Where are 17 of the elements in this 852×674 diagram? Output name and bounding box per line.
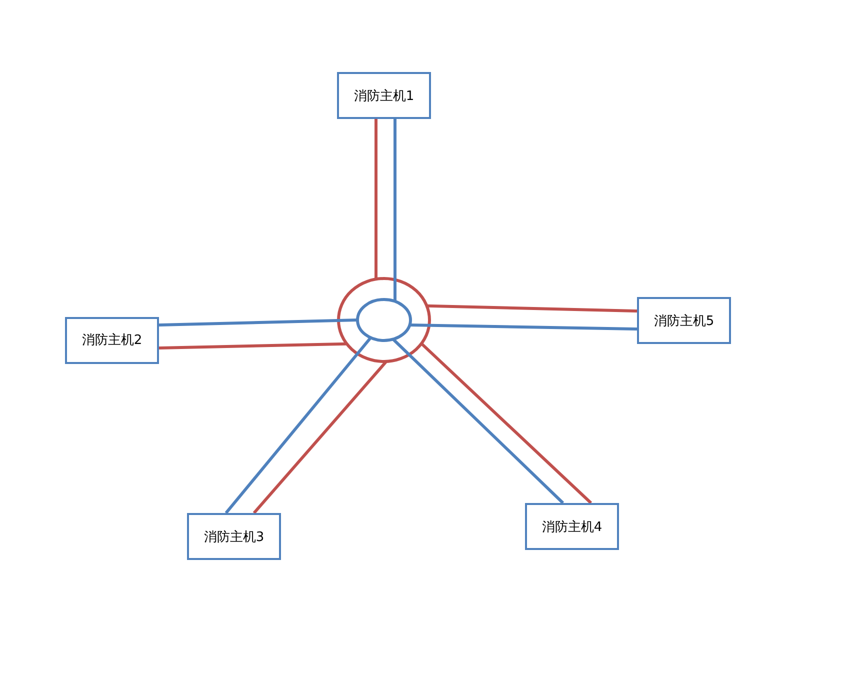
- connector-line: [410, 323, 638, 330]
- connector-line: [420, 342, 592, 504]
- connector-line: [392, 338, 564, 504]
- connector-line: [426, 304, 638, 312]
- connector-line: [158, 318, 358, 326]
- host-box: 消防主机3: [187, 513, 281, 560]
- host-box: 消防主机1: [337, 72, 431, 119]
- host-box: 消防主机5: [637, 297, 731, 344]
- host-box: 消防主机4: [525, 503, 619, 550]
- connector-line: [374, 119, 378, 280]
- host-box: 消防主机2: [65, 316, 159, 364]
- connector-line: [158, 342, 347, 350]
- connector-line: [394, 119, 396, 302]
- ring-circle: [337, 277, 431, 363]
- ring-circle: [356, 298, 412, 342]
- connector-line: [252, 360, 388, 514]
- connector-line: [224, 336, 372, 514]
